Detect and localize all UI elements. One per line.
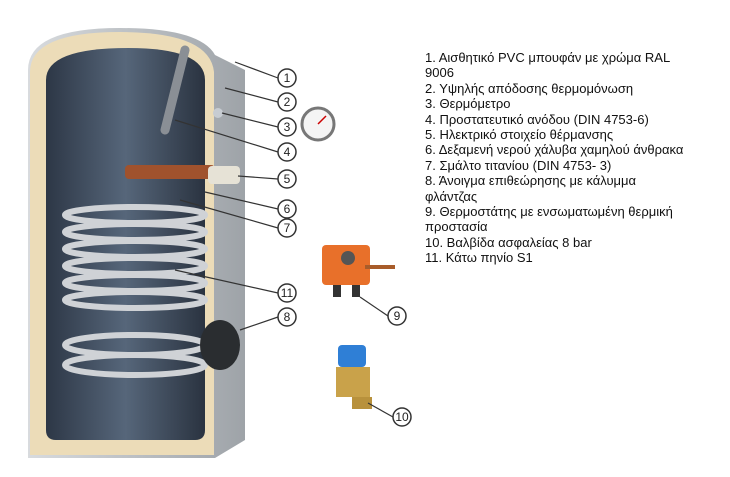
callout-number: 1 [284,71,291,85]
callout-number: 10 [395,410,409,424]
safety-valve-icon [336,345,372,409]
legend-item: 6. Δεξαμενή νερού χάλυβα χαμηλού άνθρακα [425,142,684,158]
callout-2: 2 [277,92,297,112]
callout-4: 4 [277,142,297,162]
callout-10: 10 [392,407,412,427]
legend-item: 2. Υψηλής απόδοσης θερμομόνωση [425,80,634,96]
legend-item: 9. Θερμοστάτης με ενσωματωμένη θερμική π… [425,204,673,235]
callout-11: 11 [277,283,297,303]
thermometer-sensor [213,108,223,118]
callout-number: 7 [284,221,291,235]
callout-number: 5 [284,172,291,186]
legend: 1. Αισθητικό PVC μπουφάν με χρώμα RAL 90… [425,50,690,266]
leader-lines [174,61,394,418]
callout-3: 3 [277,117,297,137]
legend-item: 1. Αισθητικό PVC μπουφάν με χρώμα RAL 90… [425,50,670,81]
legend-item: 5. Ηλεκτρικό στοιχείο θέρμανσης [425,127,614,143]
legend-item: 11. Κάτω πηνίο S1 [425,250,533,266]
callouts: 1 2 3 4 5 6 7 8 9 10 11 [277,68,412,427]
callout-5: 5 [277,169,297,189]
callout-6: 6 [277,199,297,219]
callout-number: 4 [284,145,291,159]
callout-8: 8 [277,307,297,327]
legend-item: 8. Άνοιγμα επιθεώρησης με κάλυμμα φλάντζ… [425,173,637,204]
legend-item: 10. Βαλβίδα ασφαλείας 8 bar [425,234,592,250]
callout-number: 8 [284,310,291,324]
callout-1: 1 [277,68,297,88]
heat-exchanger-coil [62,204,208,378]
callout-number: 9 [394,309,401,323]
callout-number: 11 [281,286,294,300]
anode-rod [160,45,190,135]
callout-7: 7 [277,218,297,238]
callout-9: 9 [387,306,407,326]
thermostat-icon [322,245,395,297]
thermometer-icon [300,106,336,142]
legend-item: 7. Σμάλτο τιτανίου (DIN 4753- 3) [425,157,612,173]
callout-number: 3 [284,120,291,134]
callout-number: 2 [284,95,291,109]
legend-item: 4. Προστατευτικό ανόδου (DIN 4753-6) [425,111,649,127]
inspection-flange [200,320,240,370]
heating-element [125,165,240,184]
callout-number: 6 [284,202,291,216]
legend-item: 3. Θερμόμετρο [425,96,511,112]
